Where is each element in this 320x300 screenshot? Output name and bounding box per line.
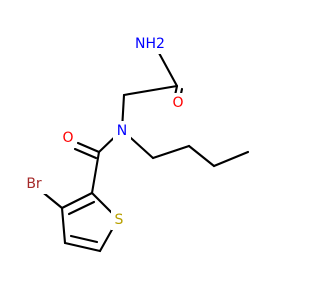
atom-o-amide-label: O [172,95,183,111]
atom-s-label: S [115,212,124,228]
atom-n-tertiary: N [113,121,131,141]
bond-c-o-carbonyl-2 [73,147,98,160]
bond-butyl-3 [187,144,216,168]
atom-o-carbonyl-background [59,128,77,148]
bond-ring-c2-c3-1 [60,191,94,210]
bond-carbonyl-ring [90,150,101,195]
atom-o-amide-background [169,93,187,113]
atom-nh2: NH2 [133,34,167,54]
bond-layer [38,51,250,253]
bond-ring-c3-c4 [60,206,67,245]
bond-ring-c4-c5-2 [69,234,99,244]
bond-c-o-carbonyl-1 [76,141,101,154]
molecule-structure-diagram: NH2 O O N Br S [21,34,250,253]
atom-br: Br [21,174,47,194]
atom-label-layer: NH2 O O N Br S [21,34,187,230]
atom-br-background [21,174,47,194]
atom-n-tertiary-background [113,121,131,141]
bond-c-ch2 [122,84,179,97]
bond-butyl-4 [212,150,250,168]
atom-s: S [111,210,127,230]
atom-nh2-label: NH2 [135,36,165,52]
atom-o-amide: O [169,93,187,113]
bond-ring-c2-c3-2 [67,200,96,216]
bond-ring-c4-c5-1 [63,241,102,253]
atom-o-carbonyl: O [59,128,77,148]
atom-s-background [111,210,127,230]
atom-br-label: Br [26,176,42,192]
bond-butyl-2 [151,144,191,160]
bond-nh2-c [157,51,179,88]
atom-n-tertiary-label: N [117,123,127,139]
atom-o-carbonyl-label: O [62,130,73,146]
atom-nh2-background [133,34,167,54]
